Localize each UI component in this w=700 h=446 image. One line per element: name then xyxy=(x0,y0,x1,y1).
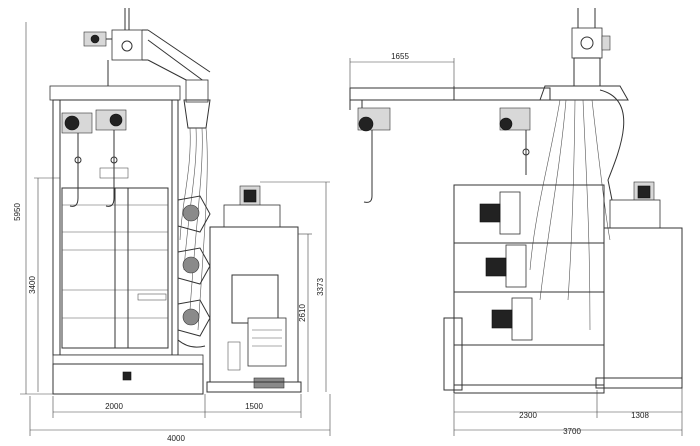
overhead-rail xyxy=(349,86,551,203)
turbine-column xyxy=(177,79,211,348)
side-dimensions xyxy=(349,58,683,436)
dim-rail-length: 1655 xyxy=(391,52,409,61)
side-dust-collector xyxy=(595,181,683,389)
dim-body-height: 3400 xyxy=(28,276,37,294)
top-hoist-assembly xyxy=(83,8,211,86)
dim-collector-height: 2610 xyxy=(298,304,307,322)
dim-side-collector-width: 1308 xyxy=(631,411,649,420)
dim-total-height: 5950 xyxy=(13,203,22,221)
dust-collector xyxy=(206,185,302,393)
side-top-assembly xyxy=(539,8,629,101)
side-view xyxy=(349,8,683,436)
dim-side-body-width: 2300 xyxy=(519,411,537,420)
dim-body-width: 2000 xyxy=(105,402,123,411)
dim-total-width: 4000 xyxy=(167,434,185,443)
dim-collector-width: 1500 xyxy=(245,402,263,411)
front-dimensions xyxy=(20,22,331,436)
front-view xyxy=(20,8,331,436)
blast-chamber xyxy=(49,85,204,395)
dim-side-total-width: 3700 xyxy=(563,427,581,436)
dim-collector-total-height: 3373 xyxy=(316,278,325,296)
side-blast-chamber xyxy=(443,184,605,394)
